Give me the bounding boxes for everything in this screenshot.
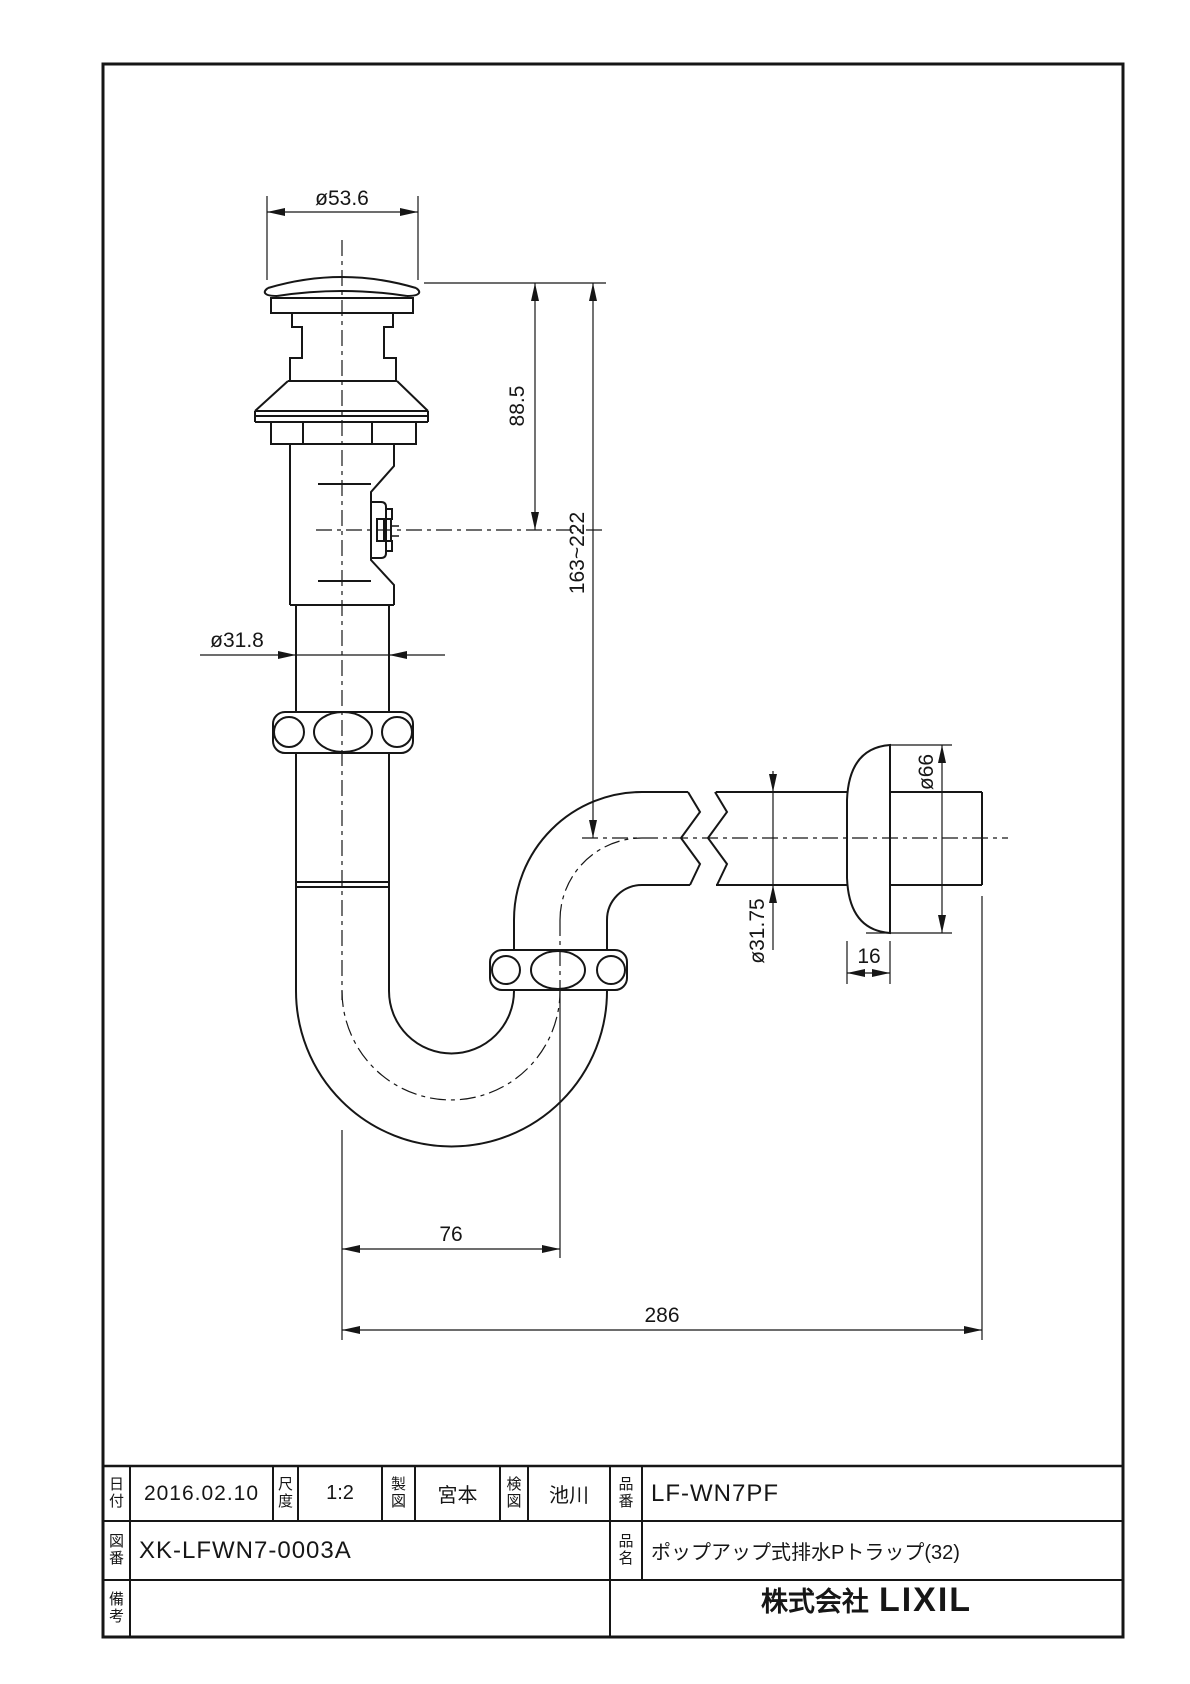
cone-skirt <box>254 380 429 412</box>
product-name-value: ポップアップ式排水Pトラップ(32) <box>651 1542 960 1564</box>
centerlines <box>316 240 1008 1101</box>
elbow-outer <box>513 791 643 921</box>
part-number-label: 品番 <box>618 1475 634 1510</box>
scale-value: 1:2 <box>326 1482 354 1504</box>
part-number-value: LF-WN7PF <box>651 1479 779 1507</box>
dim-overall-length: 286 <box>644 1304 679 1327</box>
product-name-label: 品名 <box>618 1532 634 1567</box>
p-trap-piping <box>272 605 983 1148</box>
checker-value: 池川 <box>549 1485 589 1507</box>
dimension-labels: ø53.6 88.5 163~222 ø31.8 ø31.75 ø66 16 7… <box>210 187 938 1327</box>
wall-escutcheon <box>846 743 891 935</box>
dim-cap-diameter: ø53.6 <box>315 187 369 210</box>
dim-upper-height: 88.5 <box>506 386 529 427</box>
company-logo: 株式会社 LIXIL <box>610 1580 1123 1637</box>
drafter-label: 製図 <box>390 1475 406 1510</box>
slip-nut-lower <box>489 949 628 991</box>
date-value: 2016.02.10 <box>143 1481 260 1505</box>
hex-locknut <box>270 421 417 445</box>
company-prefix: 株式会社 <box>760 1587 869 1617</box>
drafter-value: 宮本 <box>437 1485 478 1507</box>
dim-outlet-diameter: ø31.75 <box>746 898 769 963</box>
dimension-arrows <box>267 208 982 1334</box>
dim-flange-diameter: ø66 <box>915 754 938 790</box>
dimension-lines <box>200 196 983 1340</box>
spool-right <box>383 313 397 382</box>
remarks-label: 備考 <box>108 1590 124 1625</box>
dim-inlet-diameter: ø31.8 <box>210 629 264 652</box>
drawing-number-value: XK-LFWN7-0003A <box>139 1536 352 1564</box>
dim-height-range: 163~222 <box>566 512 589 594</box>
slip-nut-upper <box>272 711 414 754</box>
scale-label: 尺度 <box>277 1475 293 1510</box>
dim-trap-pitch: 76 <box>439 1223 462 1246</box>
drawing-number-label: 図番 <box>108 1532 124 1567</box>
elbow-centerline <box>559 837 643 921</box>
date-label: 日付 <box>108 1475 124 1510</box>
company-name: LIXIL <box>878 1581 973 1619</box>
elbow-inner <box>606 884 643 921</box>
spool-left <box>289 313 303 382</box>
remarks-value <box>130 1580 610 1637</box>
u-bend-centerline <box>341 990 561 1101</box>
sheet-border <box>101 62 1125 1639</box>
u-bend-outer <box>295 990 608 1148</box>
u-bend-inner <box>388 990 515 1055</box>
tailpipe <box>295 605 390 991</box>
title-block-grid <box>103 1464 1123 1637</box>
dim-flange-depth: 16 <box>857 945 880 968</box>
checker-label: 検図 <box>506 1475 522 1510</box>
